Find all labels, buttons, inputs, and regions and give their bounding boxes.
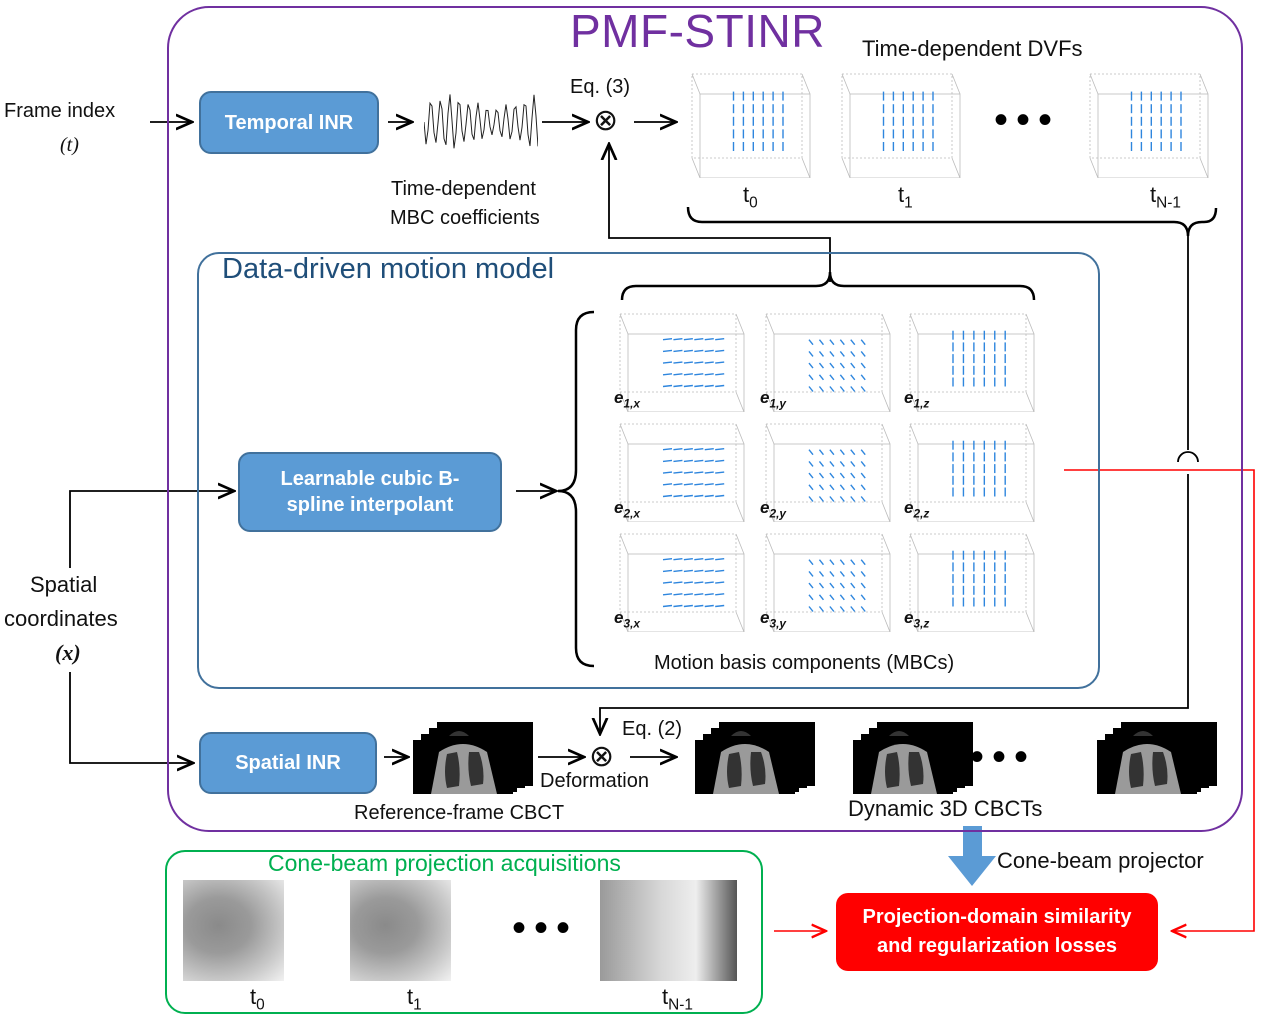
mbc-label: e2,x <box>614 498 640 521</box>
loss-label-1: Projection-domain similarity <box>862 906 1132 928</box>
mbc-coefficients-label-2: MBC coefficients <box>390 207 540 229</box>
dvf-ellipsis: ••• <box>994 98 1061 142</box>
loss-label-2: and regularization losses <box>876 935 1118 957</box>
frame-index-symbol: (t) <box>60 134 79 156</box>
mbc-label: e1,z <box>904 388 930 411</box>
mbc-coefficient-waveform <box>424 94 538 149</box>
pmf-stinr-frame <box>167 6 1243 832</box>
mbc-volume-2-z: e2,z <box>904 418 1046 527</box>
motion-model-frame <box>197 252 1100 689</box>
cone-beam-projector-label: Cone-beam projector <box>997 848 1204 873</box>
projections-title: Cone-beam projection acquisitions <box>268 850 621 876</box>
dynamic-cbcts-label: Dynamic 3D CBCTs <box>848 796 1043 821</box>
temporal-inr-block: Temporal INR <box>199 91 379 154</box>
mbc-volume-1-z: e1,z <box>904 308 1046 417</box>
projection-t1-label: t1 <box>407 984 422 1014</box>
mbc-volume-2-x: e2,x <box>614 418 756 527</box>
mbc-coefficients-label-1: Time-dependent <box>391 178 536 200</box>
dvf-volume-0 <box>686 68 822 183</box>
arrow-coords-to-spatial <box>69 672 193 763</box>
multiply-operator-icon: ⊗ <box>593 104 619 137</box>
eq2-label: Eq. (2) <box>622 718 683 740</box>
spatial-inr-block: Spatial INR <box>199 732 377 794</box>
spatial-coords-label-1: Spatial <box>30 572 98 597</box>
dvf-t0-label: t0 <box>743 182 758 212</box>
bspline-label-2: spline interpolant <box>286 494 454 516</box>
projection-ellipsis: ••• <box>512 906 579 950</box>
dvf-tn-label: tN-1 <box>1150 182 1181 212</box>
arrow-mbc-to-loss <box>1064 469 1255 931</box>
brace-mbc-top <box>620 271 1036 301</box>
projection-image-t0 <box>183 880 284 981</box>
mbc-volume-2-y: e2,y <box>760 418 902 527</box>
mbc-volume-3-z: e3,z <box>904 528 1046 637</box>
projection-tn-label: tN-1 <box>662 984 693 1014</box>
reference-cbct-image <box>413 722 533 799</box>
arrow-coords-to-bspline <box>69 491 234 568</box>
spatial-coords-symbol: (x) <box>55 640 81 665</box>
dvf-volume-2 <box>1084 68 1220 183</box>
mbc-volume-1-x: e1,x <box>614 308 756 417</box>
projection-t0-label: t0 <box>250 984 265 1014</box>
projection-image-tn <box>600 880 737 981</box>
deformation-operator-icon: ⊗ <box>589 740 615 773</box>
dynamic-cbct-t0 <box>695 722 815 799</box>
spatial-coords-label-2: coordinates <box>4 606 118 631</box>
loss-block: Projection-domain similarity and regulari… <box>836 893 1158 971</box>
mbc-label: e2,y <box>760 498 786 521</box>
brace-mbc-left <box>557 310 595 668</box>
dynamic-cbct-t1 <box>853 722 973 799</box>
bspline-label-1: Learnable cubic B- <box>280 468 460 490</box>
mbc-label: e3,x <box>614 608 640 631</box>
mbc-volume-3-x: e3,x <box>614 528 756 637</box>
motion-model-title: Data-driven motion model <box>222 253 555 285</box>
mbc-label: e3,y <box>760 608 786 631</box>
deformation-label: Deformation <box>540 770 649 792</box>
frame-index-label: Frame index <box>4 100 116 122</box>
mbc-label: e1,y <box>760 388 786 411</box>
mbc-label: e1,x <box>614 388 640 411</box>
mbcs-caption: Motion basis components (MBCs) <box>654 652 955 674</box>
mbc-volume-3-y: e3,y <box>760 528 902 637</box>
dynamic-cbct-tn <box>1097 722 1217 799</box>
dvf-volume-1 <box>836 68 972 183</box>
bspline-interpolant-block: Learnable cubic B-spline interpolant <box>238 452 502 532</box>
eq3-label: Eq. (3) <box>570 76 631 98</box>
dvf-t1-label: t1 <box>898 182 913 212</box>
reference-cbct-label: Reference-frame CBCT <box>354 802 565 824</box>
dvfs-title: Time-dependent DVFs <box>862 36 1083 61</box>
projection-image-t1 <box>350 880 451 981</box>
mbc-volume-1-y: e1,y <box>760 308 902 417</box>
arrow-mbc-to-op <box>609 144 831 282</box>
mbc-label: e2,z <box>904 498 930 521</box>
mbc-label: e3,z <box>904 608 930 631</box>
diagram-title: PMF-STINR <box>570 5 825 57</box>
cone-beam-projector-arrow <box>948 826 996 886</box>
cbct-ellipsis: ••• <box>970 735 1037 779</box>
projections-frame <box>165 850 763 1014</box>
